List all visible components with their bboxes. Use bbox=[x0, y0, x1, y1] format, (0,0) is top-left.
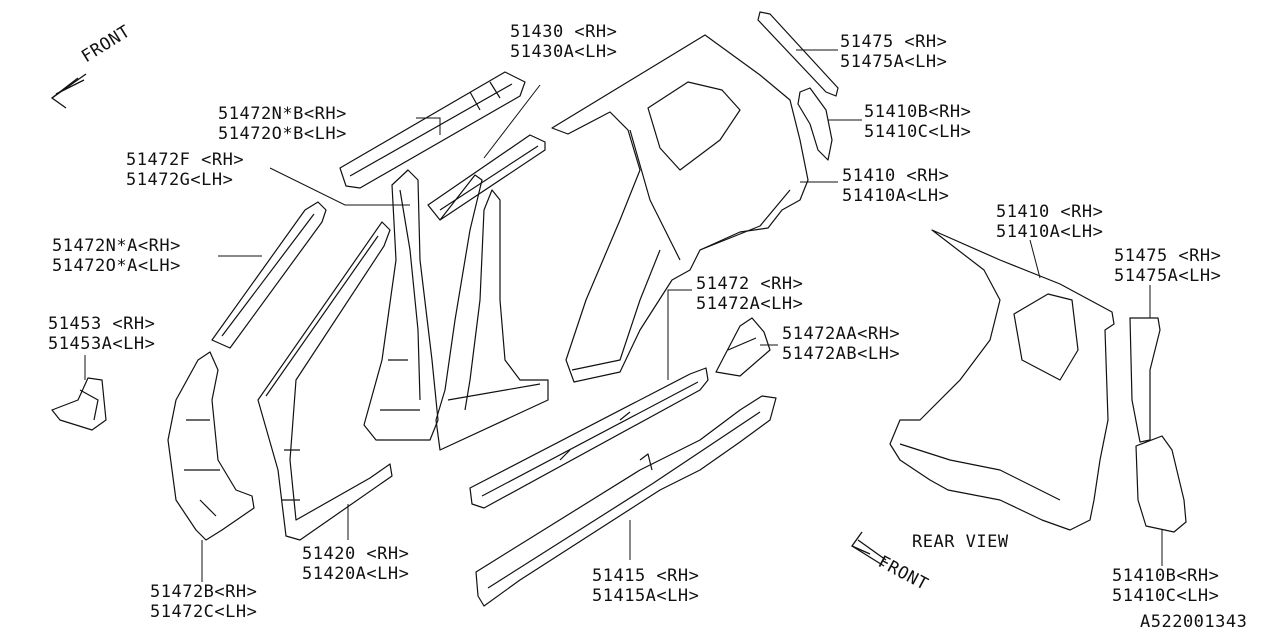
callout-51472aa: 51472AA<RH>51472AB<LH> bbox=[782, 324, 900, 364]
callout-rh: 51420 <RH> bbox=[302, 544, 410, 564]
callout-lh: 51430A<LH> bbox=[510, 42, 618, 62]
part-rocker-outer bbox=[475, 395, 777, 607]
diagram-code: A522001343 bbox=[1140, 612, 1248, 632]
callout-51472f: 51472F <RH>51472G<LH> bbox=[126, 150, 244, 190]
callout-51472: 51472 <RH>51472A<LH> bbox=[696, 274, 803, 314]
callout-lh: 51415A<LH> bbox=[592, 586, 700, 606]
callout-lh: 51472A<LH> bbox=[696, 294, 804, 314]
part-rear-pillar-51475 bbox=[1129, 317, 1161, 443]
part-front-pillar bbox=[257, 221, 393, 541]
callout-lh: 51410A<LH> bbox=[842, 186, 950, 206]
callout-51410b-rear: 51410B<RH>51410C<LH> bbox=[1112, 566, 1219, 606]
callout-lh: 51475A<LH> bbox=[840, 52, 948, 72]
callout-lh: 51410C<LH> bbox=[864, 122, 972, 142]
callout-51472n-b: 51472N*B<RH>51472O*B<LH> bbox=[218, 104, 347, 144]
part-center-pillar-outer bbox=[435, 174, 549, 451]
part-bracket-51453 bbox=[51, 377, 107, 431]
callout-lh: 51475A<LH> bbox=[1114, 266, 1222, 286]
callout-rh: 51410B<RH> bbox=[864, 102, 972, 122]
part-roof-rail-b bbox=[339, 71, 526, 189]
part-rear-body-side bbox=[889, 229, 1115, 531]
callout-rh: 51472N*B<RH> bbox=[218, 104, 347, 124]
callout-51475-top: 51475 <RH>51475A<LH> bbox=[840, 32, 947, 72]
callout-51410b-top: 51410B<RH>51410C<LH> bbox=[864, 102, 971, 142]
callout-51420: 51420 <RH>51420A<LH> bbox=[302, 544, 409, 584]
callout-51472b: 51472B<RH>51472C<LH> bbox=[150, 582, 257, 622]
callout-rh: 51410 <RH> bbox=[842, 166, 950, 186]
part-roof-bracket-top bbox=[757, 11, 839, 97]
part-b-pillar-inner bbox=[363, 169, 439, 441]
callout-51410-rear: 51410 <RH>51410A<LH> bbox=[996, 202, 1103, 242]
part-body-side-outer bbox=[551, 34, 809, 383]
front-arrow-rear-icon bbox=[851, 531, 887, 567]
callout-rh: 51472 <RH> bbox=[696, 274, 804, 294]
callout-lh: 51472C<LH> bbox=[150, 602, 258, 622]
callout-lh: 51472AB<LH> bbox=[782, 344, 901, 364]
rear-view-label: REAR VIEW bbox=[912, 532, 1009, 552]
part-rear-bracket-51410b bbox=[1135, 435, 1187, 533]
callout-rh: 51472N*A<RH> bbox=[52, 236, 181, 256]
callout-51472n-a: 51472N*A<RH>51472O*A<LH> bbox=[52, 236, 181, 276]
callout-lh: 51410C<LH> bbox=[1112, 586, 1220, 606]
callout-rh: 51415 <RH> bbox=[592, 566, 700, 586]
part-rocker-inner bbox=[469, 367, 709, 509]
callout-rh: 51472AA<RH> bbox=[782, 324, 901, 344]
callout-lh: 51472O*B<LH> bbox=[218, 124, 347, 144]
callout-rh: 51453 <RH> bbox=[48, 314, 156, 334]
callout-lh: 51453A<LH> bbox=[48, 334, 156, 354]
callout-lh: 51420A<LH> bbox=[302, 564, 410, 584]
part-a-pillar-upper bbox=[211, 201, 327, 349]
part-lower-a-pillar bbox=[167, 351, 255, 541]
callout-rh: 51475 <RH> bbox=[840, 32, 948, 52]
callout-rh: 51475 <RH> bbox=[1114, 246, 1222, 266]
callout-lh: 51410A<LH> bbox=[996, 222, 1104, 242]
part-roof-side-rail bbox=[427, 134, 546, 221]
callout-rh: 51410B<RH> bbox=[1112, 566, 1220, 586]
callout-51430: 51430 <RH>51430A<LH> bbox=[510, 22, 617, 62]
callout-51415: 51415 <RH>51415A<LH> bbox=[592, 566, 699, 606]
callout-51410-top: 51410 <RH>51410A<LH> bbox=[842, 166, 949, 206]
callout-51453: 51453 <RH>51453A<LH> bbox=[48, 314, 155, 354]
callout-rh: 51430 <RH> bbox=[510, 22, 618, 42]
callout-lh: 51472G<LH> bbox=[126, 170, 234, 190]
front-arrow-icon bbox=[50, 73, 87, 109]
callout-rh: 51410 <RH> bbox=[996, 202, 1104, 222]
part-gusset-51472aa bbox=[715, 317, 771, 377]
callout-rh: 51472F <RH> bbox=[126, 150, 245, 170]
callout-rh: 51472B<RH> bbox=[150, 582, 258, 602]
callout-51475-rear: 51475 <RH>51475A<LH> bbox=[1114, 246, 1221, 286]
callout-lh: 51472O*A<LH> bbox=[52, 256, 181, 276]
part-bracket-51410b-top bbox=[797, 87, 833, 161]
leader-lines bbox=[84, 49, 1163, 582]
